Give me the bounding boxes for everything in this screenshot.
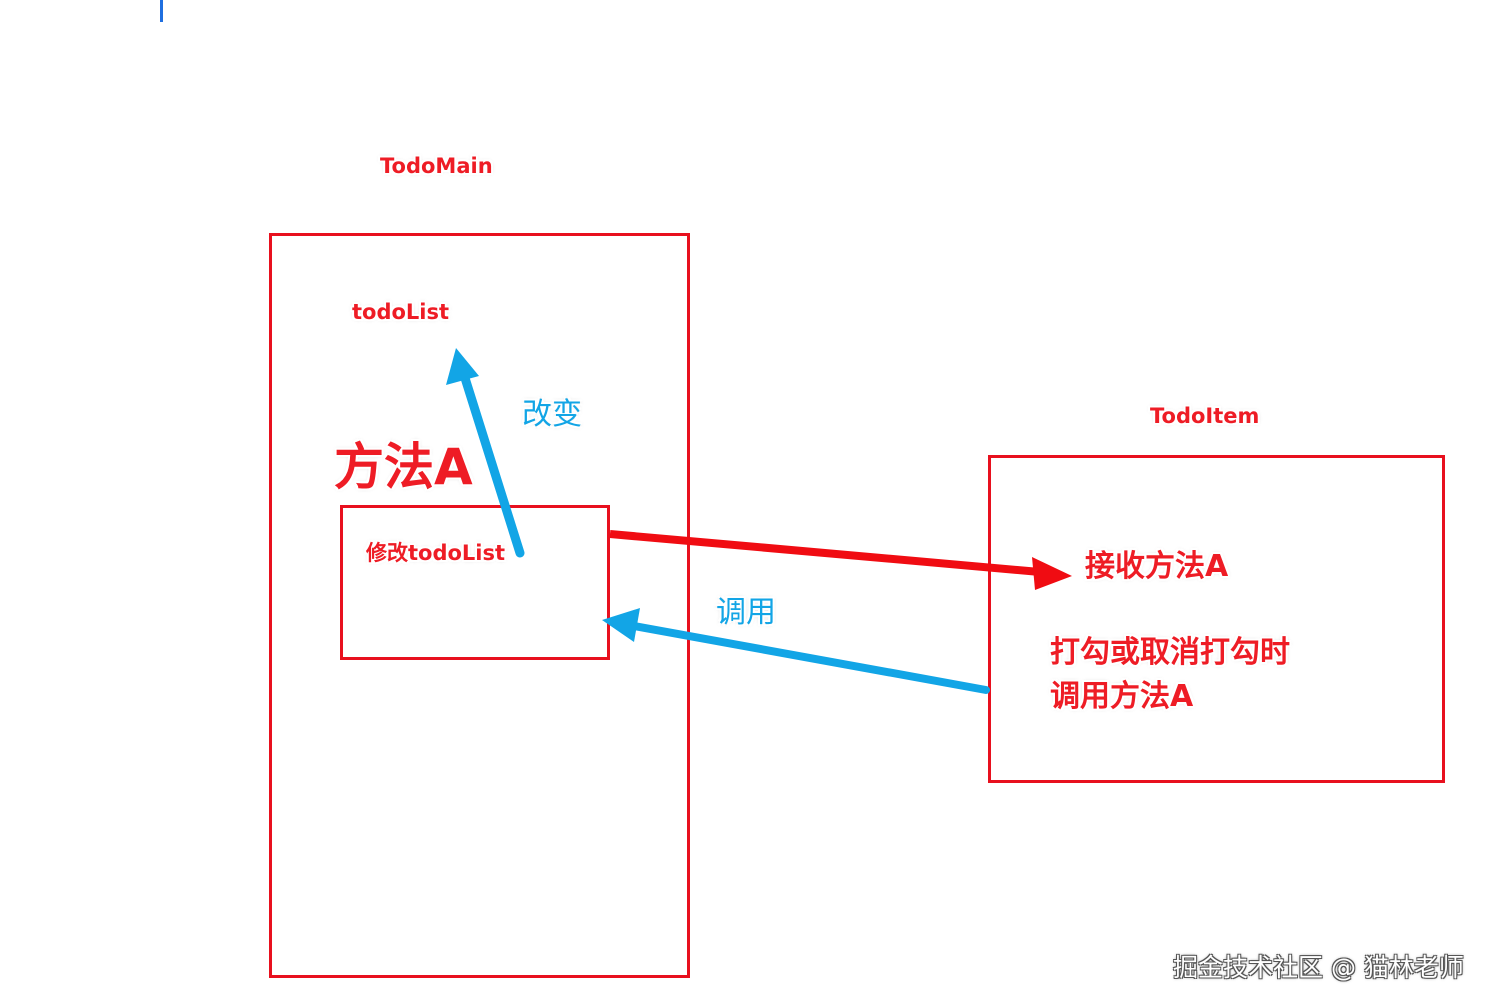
text-cursor (160, 0, 163, 22)
check-toggle-label-line1: 打勾或取消打勾时 (1050, 635, 1290, 670)
receive-method-label: 接收方法A (1085, 549, 1229, 584)
todomain-label: TodoMain (380, 154, 493, 178)
modify-todolist-label: 修改todoList (366, 541, 506, 565)
watermark: 掘金技术社区 @ 猫林老师 (1173, 953, 1464, 982)
todoitem-component-box (988, 455, 1445, 783)
change-label: 改变 (522, 397, 582, 432)
todolist-label: todoList (352, 300, 450, 324)
check-toggle-label-line2: 调用方法A (1050, 679, 1194, 714)
todomain-component-box (269, 233, 690, 978)
method-a-label: 方法A (334, 438, 473, 496)
call-label: 调用 (716, 595, 776, 630)
todoitem-label: TodoItem (1150, 404, 1260, 428)
method-a-box (340, 505, 610, 660)
